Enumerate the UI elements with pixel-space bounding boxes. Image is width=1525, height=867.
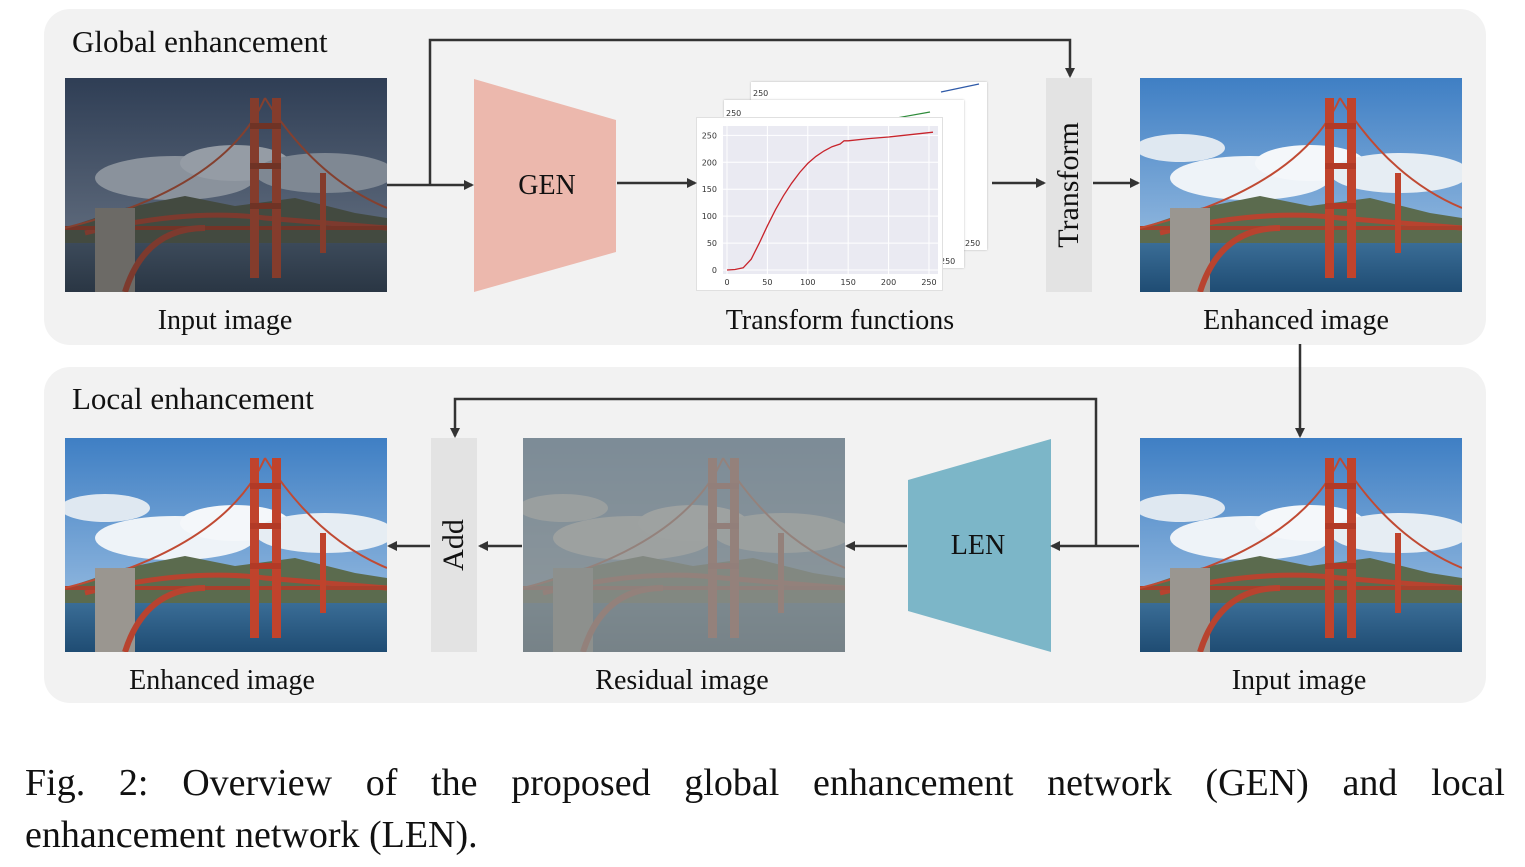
x-tick-label: 200 (881, 278, 896, 287)
back-sheet-label-3: 250 (726, 109, 741, 118)
transform-plot-front: 0 50 100 150 200 250 0 50 100 150 200 250 (697, 118, 942, 290)
global-panel-title: Global enhancement (72, 24, 328, 59)
len-network-shape (908, 439, 1051, 652)
plot-area (723, 126, 938, 274)
x-tick-label: 150 (841, 278, 856, 287)
back-sheet-label-1: 250 (753, 89, 768, 98)
x-tick-label: 50 (762, 278, 772, 287)
arrows (387, 38, 1305, 551)
gen-network-shape (474, 79, 616, 292)
x-tick-label: 250 (921, 278, 936, 287)
y-tick-label: 200 (702, 158, 717, 167)
y-tick-label: 100 (702, 212, 717, 221)
back-sheet-label-2: 250 (965, 239, 980, 248)
transform-block: Transform (1046, 78, 1092, 292)
y-tick-label: 0 (712, 266, 717, 275)
red-curve (726, 131, 934, 271)
transform-functions-caption: Transform functions (725, 305, 955, 336)
global-output-caption: Enhanced image (1203, 305, 1389, 336)
blue-curve (940, 83, 980, 93)
figure-caption-line-1: Fig. 2: Overview of the proposed global … (25, 762, 1505, 804)
y-tick-label: 50 (707, 239, 717, 248)
local-input-caption: Input image (1231, 665, 1367, 696)
y-tick-label: 250 (702, 131, 717, 140)
local-output-caption: Enhanced image (129, 665, 315, 696)
figure-caption: Fig. 2: Overview of the proposed global … (25, 757, 1505, 861)
local-panel-title: Local enhancement (72, 381, 314, 416)
x-tick-label: 0 (724, 278, 729, 287)
len-label: LEN (950, 530, 1006, 561)
arrow-input-skip-to-add (450, 397, 1098, 546)
back-sheet-label-4: 250 (940, 257, 955, 266)
y-tick-label: 150 (702, 185, 717, 194)
x-tick-label: 100 (800, 278, 815, 287)
add-block: Add (431, 438, 477, 652)
residual-image (523, 438, 845, 652)
global-input-caption: Input image (157, 305, 293, 336)
gen-label: GEN (518, 170, 576, 201)
transform-function-chart: 0 50 100 150 200 250 0 50 100 150 200 250 (702, 126, 938, 287)
figure-caption-line-2: enhancement network (LEN). (25, 814, 478, 856)
arrow-input-skip-to-transform (428, 38, 1075, 185)
residual-caption: Residual image (595, 665, 769, 696)
